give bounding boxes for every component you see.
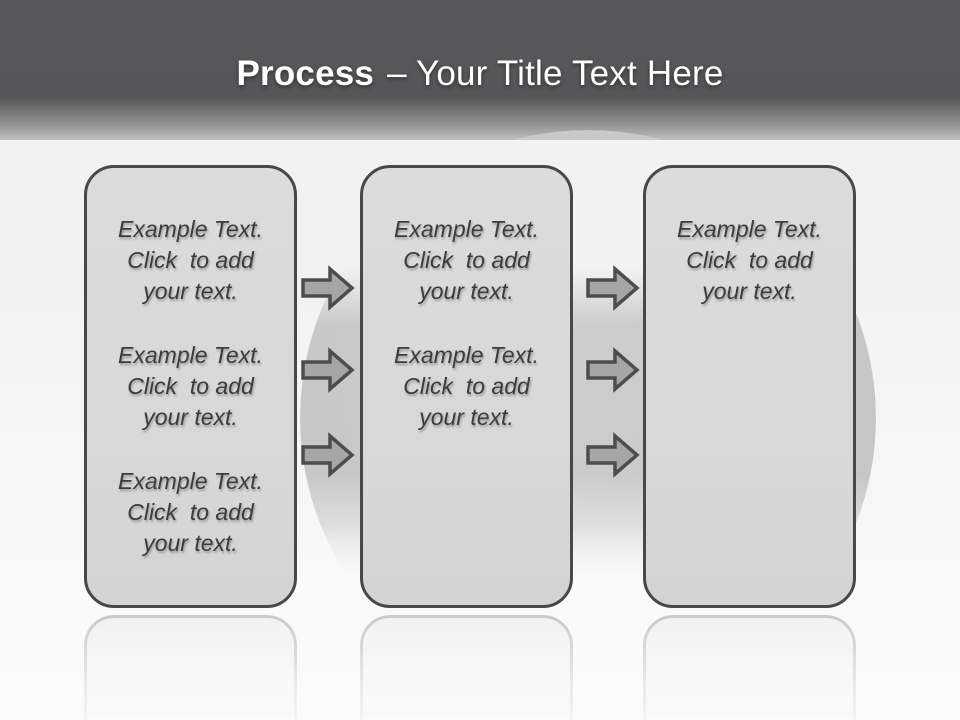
slide-header: Process – Your Title Text Here: [0, 0, 960, 130]
placeholder-paragraph: Example Text. Click to add your text.: [394, 216, 539, 304]
placeholder-paragraph: Example Text. Click to add your text.: [394, 342, 539, 430]
right-arrow-icon: [585, 264, 641, 312]
title-emphasis: Process: [236, 54, 375, 93]
box-reflection: [84, 615, 297, 720]
arrow-column-1: [300, 0, 358, 720]
box-reflection: [643, 615, 856, 720]
process-box-2[interactable]: Example Text. Click to add your text. Ex…: [360, 165, 573, 608]
process-box-3[interactable]: Example Text. Click to add your text.: [643, 165, 856, 608]
right-arrow-icon: [300, 431, 356, 479]
title-rest: – Your Title Text Here: [387, 54, 724, 93]
placeholder-paragraph: Example Text. Click to add your text.: [118, 468, 263, 556]
process-box-1[interactable]: Example Text. Click to add your text. Ex…: [84, 165, 297, 608]
right-arrow-icon: [585, 346, 641, 394]
slide-title[interactable]: Process – Your Title Text Here: [0, 0, 960, 93]
right-arrow-icon: [585, 431, 641, 479]
arrow-column-2: [585, 0, 643, 720]
box-reflection: [360, 615, 573, 720]
right-arrow-icon: [300, 346, 356, 394]
placeholder-paragraph: Example Text. Click to add your text.: [118, 216, 263, 304]
right-arrow-icon: [300, 264, 356, 312]
placeholder-paragraph: Example Text. Click to add your text.: [118, 342, 263, 430]
placeholder-paragraph: Example Text. Click to add your text.: [677, 216, 822, 304]
